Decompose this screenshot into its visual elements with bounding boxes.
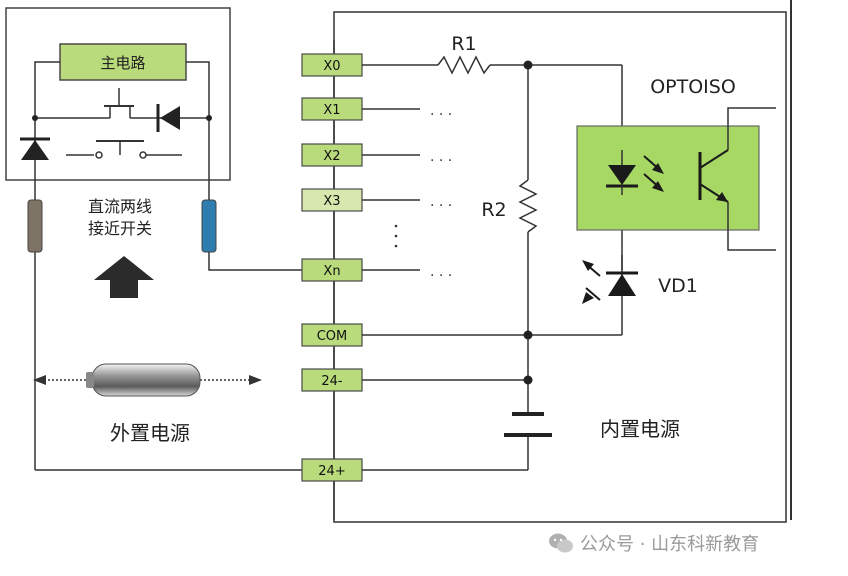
internal-supply-label: 内置电源	[600, 417, 680, 441]
junction-dot	[32, 115, 38, 121]
blue-lead	[201, 199, 217, 253]
svg-text:Xn: Xn	[323, 264, 340, 279]
vd1-led-icon	[582, 255, 638, 304]
sensor-vertical-diode	[20, 137, 50, 160]
terminal-xn: Xn	[301, 258, 363, 282]
svg-text:X3: X3	[323, 194, 340, 209]
terminal-x2: X2	[301, 143, 363, 167]
vd1-label: VD1	[658, 275, 698, 297]
terminal-x3: X3	[301, 188, 363, 212]
watermark-text: 公众号 · 山东科新教育	[580, 534, 760, 555]
junction-dot	[206, 115, 212, 121]
external-wiring	[34, 252, 302, 471]
terminal-com: COM	[301, 323, 363, 347]
optoiso-label: OPTOISO	[650, 76, 736, 98]
watermark: 公众号 · 山东科新教育	[548, 530, 838, 556]
arrow-right-icon	[249, 375, 262, 385]
up-arrow-icon	[94, 256, 154, 298]
junction-dot	[523, 330, 533, 340]
sensor-label-line2: 接近开关	[88, 219, 152, 238]
r2-label: R2	[481, 199, 506, 221]
r1-label: R1	[451, 33, 476, 55]
svg-text:24-: 24-	[321, 374, 343, 389]
ellipsis-x2: . . .	[430, 149, 452, 165]
terminal-24-plus: 24+	[301, 458, 363, 482]
terminal-24-minus: 24-	[301, 368, 363, 392]
wechat-icon	[549, 533, 573, 553]
sensor-wiring	[34, 61, 210, 180]
main-circuit-block	[59, 43, 187, 81]
svg-text:24+: 24+	[318, 464, 345, 479]
optoisolator-block	[576, 125, 760, 231]
external-supply-label: 外置电源	[110, 421, 190, 445]
sensor-box	[5, 7, 231, 181]
svg-text:X0: X0	[323, 59, 340, 74]
terminal-x1: X1	[301, 97, 363, 121]
arrow-left-icon	[33, 375, 46, 385]
switch-contact-left	[95, 151, 103, 159]
svg-text:X2: X2	[323, 149, 340, 164]
svg-text:COM: COM	[317, 329, 348, 344]
svg-text:X1: X1	[323, 103, 340, 118]
junction-dot	[523, 375, 533, 385]
phototransistor-icon	[698, 107, 776, 251]
ellipsis-x3: . . .	[430, 194, 452, 210]
main-circuit-label: 主电路	[100, 54, 145, 72]
opto-led-icon	[606, 150, 664, 195]
sensor-label-line1: 直流两线	[88, 197, 152, 216]
internal-battery-icon	[504, 412, 552, 437]
sensor-horizontal-diode	[156, 104, 180, 132]
gray-lead	[27, 199, 43, 253]
ellipsis-xn: . . .	[430, 264, 452, 280]
ellipsis-x1: . . .	[430, 103, 452, 119]
external-battery-icon	[86, 363, 201, 397]
plc-wiring	[362, 55, 623, 471]
vertical-ellipsis	[394, 224, 398, 248]
terminal-x0: X0	[301, 53, 363, 77]
switch-contact-right	[139, 151, 147, 159]
junction-dot	[523, 60, 533, 70]
